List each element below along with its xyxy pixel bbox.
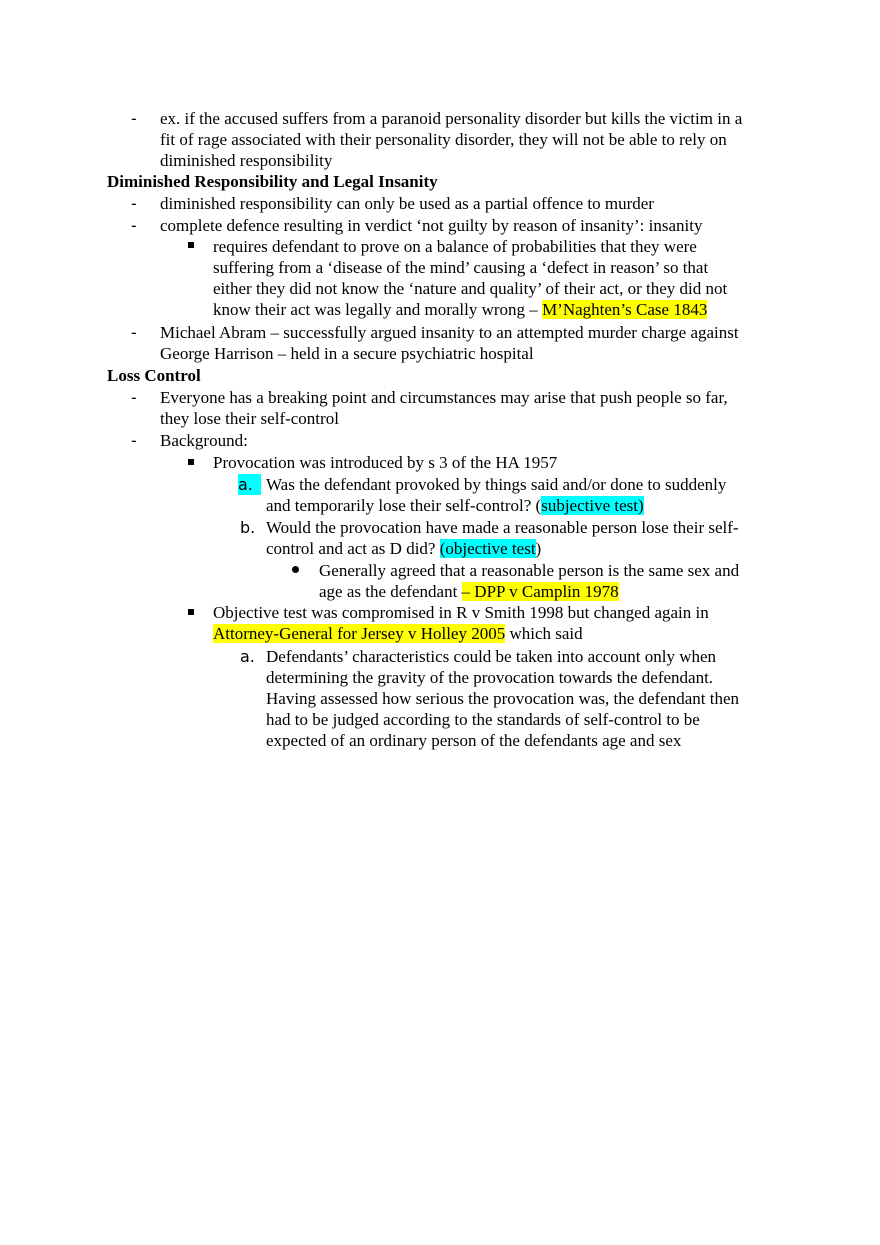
dash-bullet: - (131, 431, 137, 450)
text-line: Everyone has a breaking point and circum… (160, 388, 728, 407)
highlighted-term: subjective test) (541, 496, 644, 515)
text-line: suffering from a ‘disease of the mind’ c… (213, 258, 709, 277)
text-line: fit of rage associated with their person… (160, 130, 727, 149)
list-letter: a. (240, 647, 255, 666)
round-bullet-icon (292, 566, 299, 573)
text-fragment: age as the defendant (319, 582, 462, 601)
highlighted-term: (objective test (439, 539, 536, 558)
case-citation: M’Naghten’s Case 1843 (542, 300, 708, 319)
text-line: diminished responsibility (160, 151, 333, 170)
dash-bullet: - (131, 109, 137, 128)
list-letter: a. (238, 474, 261, 495)
text-line: Background: (160, 431, 248, 450)
text-line: age as the defendant – DPP v Camplin 197… (319, 581, 619, 602)
text-line: had to be judged according to the standa… (266, 710, 700, 729)
dash-bullet: - (131, 388, 137, 407)
text-line: Provocation was introduced by s 3 of the… (213, 453, 558, 472)
text-line: control and act as D did? (objective tes… (266, 538, 541, 559)
text-fragment: which said (505, 624, 583, 643)
text-line: Attorney-General for Jersey v Holley 200… (213, 623, 583, 644)
case-citation: Attorney-General for Jersey v Holley 200… (213, 624, 506, 643)
text-line: diminished responsibility can only be us… (160, 194, 654, 213)
text-line: requires defendant to prove on a balance… (213, 237, 697, 256)
section-heading: Diminished Responsibility and Legal Insa… (107, 172, 438, 191)
text-line: ex. if the accused suffers from a parano… (160, 109, 743, 128)
dash-bullet: - (131, 216, 137, 235)
text-fragment: and temporarily lose their self-control?… (266, 496, 542, 515)
text-line: expected of an ordinary person of the de… (266, 731, 682, 750)
case-citation: – DPP v Camplin 1978 (461, 582, 619, 601)
square-bullet-icon (188, 459, 194, 465)
text-line: determining the gravity of the provocati… (266, 668, 714, 687)
text-line: either they did not know the ‘nature and… (213, 279, 728, 298)
text-line: and temporarily lose their self-control?… (266, 495, 644, 516)
text-fragment: know their act was legally and morally w… (213, 300, 543, 319)
square-bullet-icon (188, 242, 194, 248)
list-letter: b. (240, 518, 256, 537)
text-line: Would the provocation have made a reason… (266, 518, 739, 537)
text-line: Defendants’ characteristics could be tak… (266, 647, 717, 666)
text-line: know their act was legally and morally w… (213, 299, 708, 320)
text-line: Generally agreed that a reasonable perso… (319, 561, 740, 580)
text-line: they lose their self-control (160, 409, 339, 428)
text-line: Michael Abram – successfully argued insa… (160, 323, 739, 342)
text-fragment: ) (535, 539, 542, 558)
text-line: Having assessed how serious the provocat… (266, 689, 740, 708)
text-line: Was the defendant provoked by things sai… (266, 475, 727, 494)
text-line: complete defence resulting in verdict ‘n… (160, 216, 703, 235)
text-line: George Harrison – held in a secure psych… (160, 344, 534, 363)
text-fragment: control and act as D did? (266, 539, 440, 558)
square-bullet-icon (188, 609, 194, 615)
section-heading: Loss Control (107, 366, 201, 385)
dash-bullet: - (131, 194, 137, 213)
text-line: Objective test was compromised in R v Sm… (213, 603, 709, 622)
dash-bullet: - (131, 323, 137, 342)
